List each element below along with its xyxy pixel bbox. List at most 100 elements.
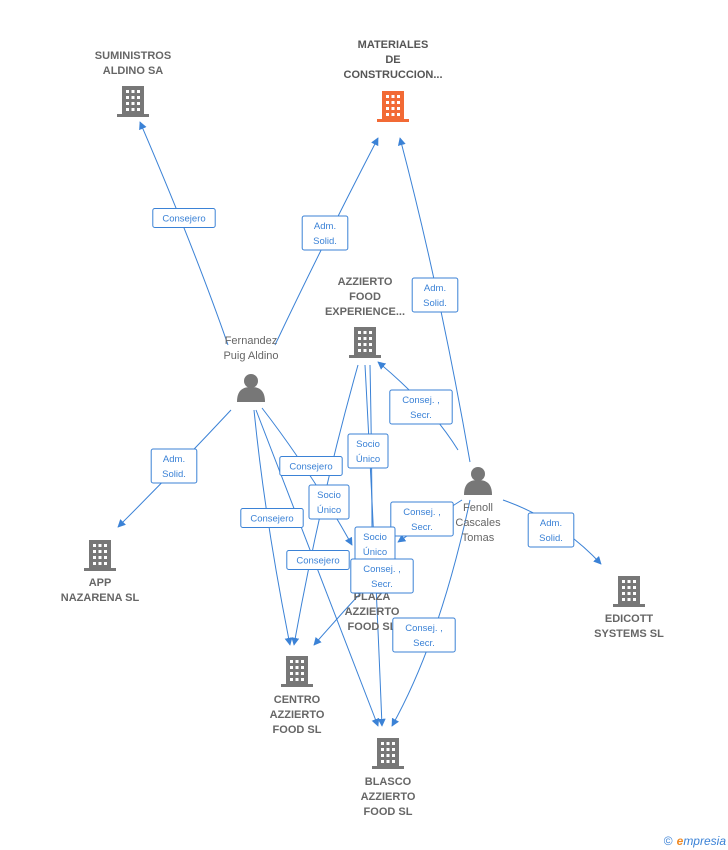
edge-label-box: [392, 617, 456, 653]
edge-label-text: Único: [363, 547, 387, 558]
building-icon: [377, 91, 409, 122]
edge-label-box: [301, 215, 349, 251]
node-label-line: FOOD SL: [273, 724, 322, 736]
edge-label-fernandez-to-app: Adm. Solid.: [150, 448, 198, 484]
edge-label-text: Único: [317, 505, 341, 516]
edge-label-text: Solid.: [313, 236, 337, 247]
node-label-line: AZZIERTO: [361, 791, 416, 803]
edge-label-text: Secr.: [411, 522, 433, 533]
edge-label-text: Adm.: [163, 454, 185, 465]
node-label-line: CENTRO: [274, 694, 321, 706]
node-label-line: FOOD SL: [364, 806, 413, 818]
edge-label-fernandez-to-centro: Consejero: [240, 508, 304, 528]
edge-label-box: [411, 277, 459, 313]
node-label-line: AZZIERTO: [345, 606, 400, 618]
brand-initial: e: [676, 834, 684, 848]
person-icon: [464, 467, 492, 495]
node-label-line: SUMINISTROS: [95, 50, 171, 62]
node-label-line: Cascales: [455, 517, 501, 529]
node-label-line: MATERIALES: [358, 39, 429, 51]
node-materiales[interactable]: MATERIALESDECONSTRUCCION...: [344, 39, 443, 122]
edge-label-box: [390, 501, 454, 537]
person-icon: [237, 374, 265, 402]
edge-label-fenoll-to-edicott: Adm.Solid.: [527, 512, 575, 548]
edge-label-fernandez-to-blasco: Consejero: [286, 550, 350, 570]
edge-label-text: Consejero: [250, 514, 293, 525]
node-suministros[interactable]: SUMINISTROS ALDINO SA: [95, 50, 171, 117]
node-label-line: Fenoll: [463, 502, 493, 514]
edge-label-text: Secr.: [371, 579, 393, 590]
edge-label-text: Consej. ,: [402, 395, 440, 406]
node-label-line: AZZIERTO: [338, 276, 393, 288]
building-icon: [84, 540, 116, 571]
edge-label-box: [350, 558, 414, 594]
edge-fernandez-to-suministros: [139, 121, 229, 346]
edge-label-text: Secr.: [410, 410, 432, 421]
node-label-line: EXPERIENCE...: [325, 306, 405, 318]
node-app[interactable]: APP NAZARENA SL: [61, 540, 140, 604]
edge-label-text: Solid.: [423, 298, 447, 309]
node-label-line: DE: [385, 54, 400, 66]
node-label-line: Tomas: [462, 532, 495, 544]
edge-label-fernandez-to-suministros: Consejero: [152, 208, 216, 228]
edge-label-box: [308, 484, 350, 520]
edge-label-text: Consej. ,: [405, 623, 443, 634]
footer-brand: ©empresia: [664, 834, 726, 848]
node-label-line: NAZARENA SL: [61, 592, 140, 604]
node-label-line: FOOD SL: [348, 621, 397, 633]
edge-label-text: Consejero: [162, 214, 205, 225]
copyright-symbol: ©: [663, 834, 673, 848]
building-icon: [281, 656, 313, 687]
edge-label-text: Consej. ,: [403, 507, 441, 518]
edge-label-box: [389, 389, 453, 425]
edge-label-plaza-to-centro: Consej. , Secr.: [350, 558, 414, 594]
edge-label-text: Consejero: [289, 462, 332, 473]
edge-label-text: Adm.: [424, 283, 446, 294]
node-label-line: BLASCO: [365, 776, 412, 788]
edge-fernandez-to-blasco: [255, 409, 380, 727]
edge-label-box: [347, 433, 389, 469]
edge-label-text: Consejero: [296, 556, 339, 567]
edge-label-text: Solid.: [539, 533, 563, 544]
edge-label-fenoll-to-plaza: Consej. , Secr.: [390, 501, 454, 537]
node-label-line: APP: [89, 577, 112, 589]
edge-label-fernandez-to-materiales: Adm. Solid.: [301, 215, 349, 251]
node-label-line: ALDINO SA: [103, 65, 164, 77]
node-label-line: Fernandez: [225, 335, 278, 347]
node-label-line: FOOD: [349, 291, 381, 303]
edge-label-text: Socio: [317, 490, 341, 501]
node-plaza[interactable]: PLAZA AZZIERTO FOOD SL: [345, 553, 400, 633]
edge-label-box: [152, 208, 216, 228]
edge-label-box: [279, 456, 343, 476]
edge-label-text: Consej. ,: [363, 564, 401, 575]
node-label-line: PLAZA: [354, 591, 391, 603]
node-label-line: SYSTEMS SL: [594, 628, 664, 640]
edge-label-text: Secr.: [413, 638, 435, 649]
node-azzierto_exp[interactable]: AZZIERTO FOOD EXPERIENCE...: [325, 276, 405, 358]
edge-label-text: Único: [356, 454, 380, 465]
edge-label-text: Solid.: [162, 469, 186, 480]
edge-label-text: Socio: [356, 439, 380, 450]
edge-label-fenoll-to-blasco: Consej. , Secr.: [392, 617, 456, 653]
edge-label-box: [527, 512, 575, 548]
edge-label-text: Adm.: [314, 221, 336, 232]
building-icon: [613, 576, 645, 607]
edge-label-text: Socio: [363, 532, 387, 543]
brand-rest: mpresia: [683, 834, 726, 848]
edge-label-box: [240, 508, 304, 528]
building-icon: [372, 738, 404, 769]
edge-label-fenoll-to-azzierto_exp: Consej. , Secr.: [389, 389, 453, 425]
edge-label-box: [150, 448, 198, 484]
node-blasco[interactable]: BLASCO AZZIERTO FOOD SL: [361, 738, 416, 818]
edge-label-fenoll-to-materiales: Adm. Solid.: [411, 277, 459, 313]
edge-label-box: [286, 550, 350, 570]
